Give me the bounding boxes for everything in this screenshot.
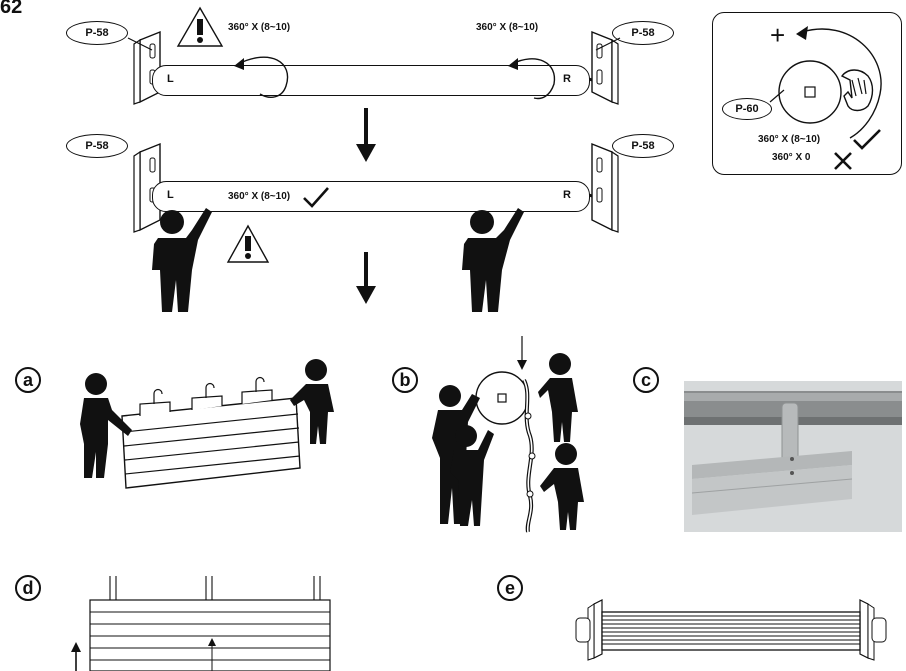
installed-shade (572, 594, 890, 664)
bracket-callout-left-2: P-58 (66, 134, 128, 158)
person-icon (448, 420, 498, 530)
bracket-callout-left: P-58 (66, 21, 128, 45)
hand-icon (838, 66, 878, 116)
person-icon (148, 200, 218, 316)
turns-left-text: 360° X (8~10) (228, 22, 290, 33)
turns-check-text: 360° X (8~10) (228, 191, 290, 202)
check-icon (302, 186, 330, 208)
warning-icon (226, 224, 270, 269)
step-badge-d: d (15, 575, 41, 601)
bracket-right-2 (586, 142, 626, 242)
slat-panel (114, 376, 314, 496)
person-icon (288, 356, 338, 448)
tension-callout: P-60 (722, 98, 772, 120)
hook-photo (684, 381, 902, 532)
turns-right-text: 360° X (8~10) (476, 22, 538, 33)
step-badge-b: b (392, 367, 418, 393)
cross-icon (832, 150, 854, 172)
rotate-arrow-icon (500, 38, 570, 108)
callout-leader-left (126, 36, 156, 56)
tube-label-right-2: R (563, 189, 571, 201)
warning-icon (176, 6, 224, 53)
down-arrow-icon (354, 252, 378, 304)
slat-stack (60, 576, 350, 671)
callout-leader-inset (768, 86, 788, 106)
person-icon (540, 440, 590, 534)
step-badge-a: a (15, 367, 41, 393)
step-badge-c: c (633, 367, 659, 393)
tube-label-left: L (167, 73, 174, 85)
down-arrow-icon (354, 108, 378, 162)
check-icon (852, 128, 882, 150)
callout-leader-right (594, 36, 624, 56)
down-arrow-icon (515, 336, 529, 370)
inset-ok-text: 360° X (8~10) (758, 134, 820, 145)
step-badge-e: e (497, 575, 523, 601)
person-icon (456, 200, 536, 316)
inset-plus-sign: + (770, 20, 785, 51)
inset-bad-text: 360° X 0 (772, 152, 810, 163)
rotate-arrow-icon (230, 38, 300, 108)
person-icon (538, 350, 582, 446)
person-icon (78, 370, 138, 482)
page-number: 62 (0, 0, 22, 19)
